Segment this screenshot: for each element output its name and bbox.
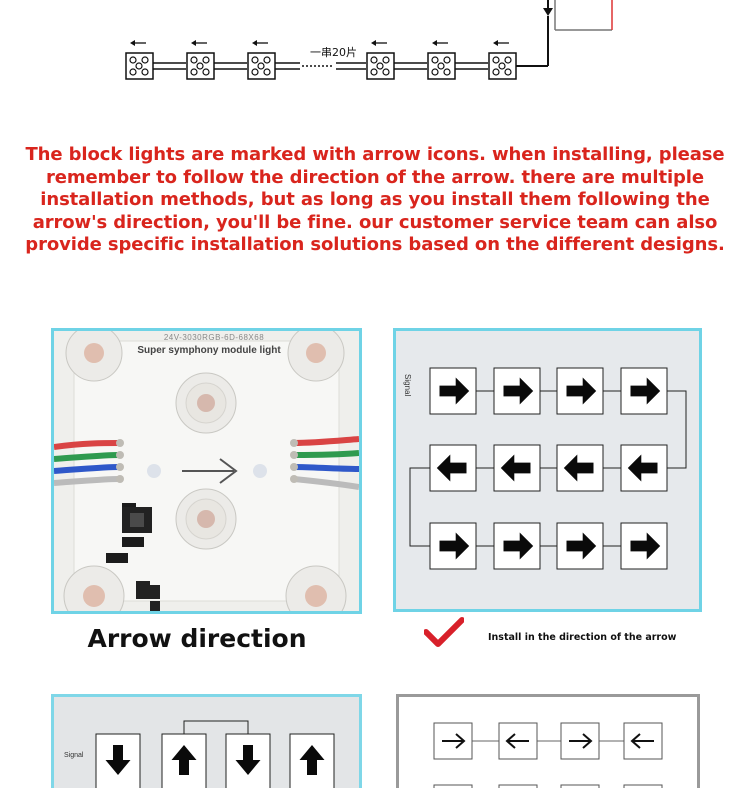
chain-module bbox=[427, 52, 456, 80]
arrow-right-icon bbox=[566, 377, 597, 405]
module-photo-panel: 24V-3030RGB-6D-68X68 Super symphony modu… bbox=[51, 328, 362, 614]
module-title: Super symphony module light bbox=[137, 345, 281, 356]
module-box bbox=[498, 722, 538, 760]
module-box bbox=[493, 522, 541, 570]
chain-module bbox=[488, 52, 517, 80]
module-code: 24V-3030RGB-6D-68X68 bbox=[163, 333, 265, 342]
arrow-right-icon bbox=[439, 532, 470, 560]
arrow-left-icon bbox=[436, 454, 467, 482]
vertical-diagram bbox=[95, 720, 335, 788]
module-box bbox=[161, 733, 207, 788]
led-lens bbox=[65, 331, 123, 382]
arrow-left-icon bbox=[500, 454, 531, 482]
module-box bbox=[620, 522, 668, 570]
chain-arrow-left-icon bbox=[130, 40, 146, 46]
thin-arrow-left-icon bbox=[505, 733, 529, 749]
arrow-down-icon bbox=[235, 745, 261, 775]
chip bbox=[150, 585, 160, 599]
module-box bbox=[556, 367, 604, 415]
check-icon bbox=[424, 617, 464, 647]
arrow-right-icon bbox=[566, 532, 597, 560]
arrow-up-icon bbox=[171, 745, 197, 775]
thin-arrow-right-icon bbox=[442, 733, 466, 749]
signal-label: Signal bbox=[403, 374, 412, 397]
arrow-right-icon bbox=[439, 377, 470, 405]
module-box bbox=[95, 733, 141, 788]
arrow-left-icon bbox=[627, 454, 658, 482]
arrow-right-icon bbox=[630, 532, 661, 560]
chip bbox=[150, 601, 160, 611]
wiring-diagram: 一串20片 bbox=[125, 0, 613, 80]
right-wires bbox=[293, 436, 359, 490]
module-box bbox=[556, 444, 604, 492]
module-illustration bbox=[54, 331, 359, 611]
led-lens bbox=[175, 372, 237, 434]
snake-layout-panel bbox=[393, 328, 702, 612]
led-lens bbox=[285, 565, 347, 611]
thin-arrow-right-icon bbox=[569, 733, 593, 749]
thin-arrow-left-icon bbox=[630, 733, 654, 749]
chain-arrow-left-icon bbox=[252, 40, 268, 46]
instruction-text: The block lights are marked with arrow i… bbox=[25, 144, 725, 255]
chain-label: 一串20片 bbox=[310, 46, 357, 59]
module-box bbox=[289, 733, 335, 788]
module-box bbox=[556, 522, 604, 570]
module-box bbox=[623, 722, 663, 760]
led-lens bbox=[63, 565, 125, 611]
chain-module bbox=[186, 52, 215, 80]
module-box bbox=[620, 444, 668, 492]
arrow-direction-caption: Arrow direction bbox=[87, 624, 307, 653]
arrow-right-icon bbox=[503, 377, 534, 405]
thin-arrow-panel bbox=[396, 694, 700, 788]
chain-module bbox=[247, 52, 276, 80]
snake-diagram bbox=[409, 367, 687, 570]
module-box bbox=[429, 367, 477, 415]
thin-arrow-diagram bbox=[433, 722, 663, 788]
module-box bbox=[225, 733, 271, 788]
module-box bbox=[493, 367, 541, 415]
chain-module bbox=[366, 52, 395, 80]
chip bbox=[136, 581, 150, 599]
chip bbox=[122, 537, 144, 547]
wire-arrow-icon bbox=[543, 8, 553, 16]
arrow-up-icon bbox=[299, 745, 325, 775]
chain-arrow-left-icon bbox=[371, 40, 387, 46]
board-arrow-icon bbox=[182, 458, 238, 484]
arrow-right-icon bbox=[630, 377, 661, 405]
chain-arrow-left-icon bbox=[493, 40, 509, 46]
module-box bbox=[429, 444, 477, 492]
module-box bbox=[493, 444, 541, 492]
left-wires bbox=[54, 440, 120, 486]
arrow-left-icon bbox=[563, 454, 594, 482]
vertical-layout-panel bbox=[51, 694, 362, 788]
module-box bbox=[620, 367, 668, 415]
module-box bbox=[433, 722, 473, 760]
install-note: Install in the direction of the arrow bbox=[488, 632, 677, 643]
chip bbox=[106, 553, 128, 563]
chain-module bbox=[125, 52, 154, 80]
signal-label: Signal bbox=[64, 752, 84, 759]
module-box bbox=[560, 722, 600, 760]
arrow-down-icon bbox=[105, 745, 131, 775]
module-box bbox=[429, 522, 477, 570]
chain-arrow-left-icon bbox=[432, 40, 448, 46]
led-lens bbox=[175, 488, 237, 550]
chain-arrow-left-icon bbox=[191, 40, 207, 46]
arrow-right-icon bbox=[503, 532, 534, 560]
led-lens bbox=[287, 331, 345, 382]
